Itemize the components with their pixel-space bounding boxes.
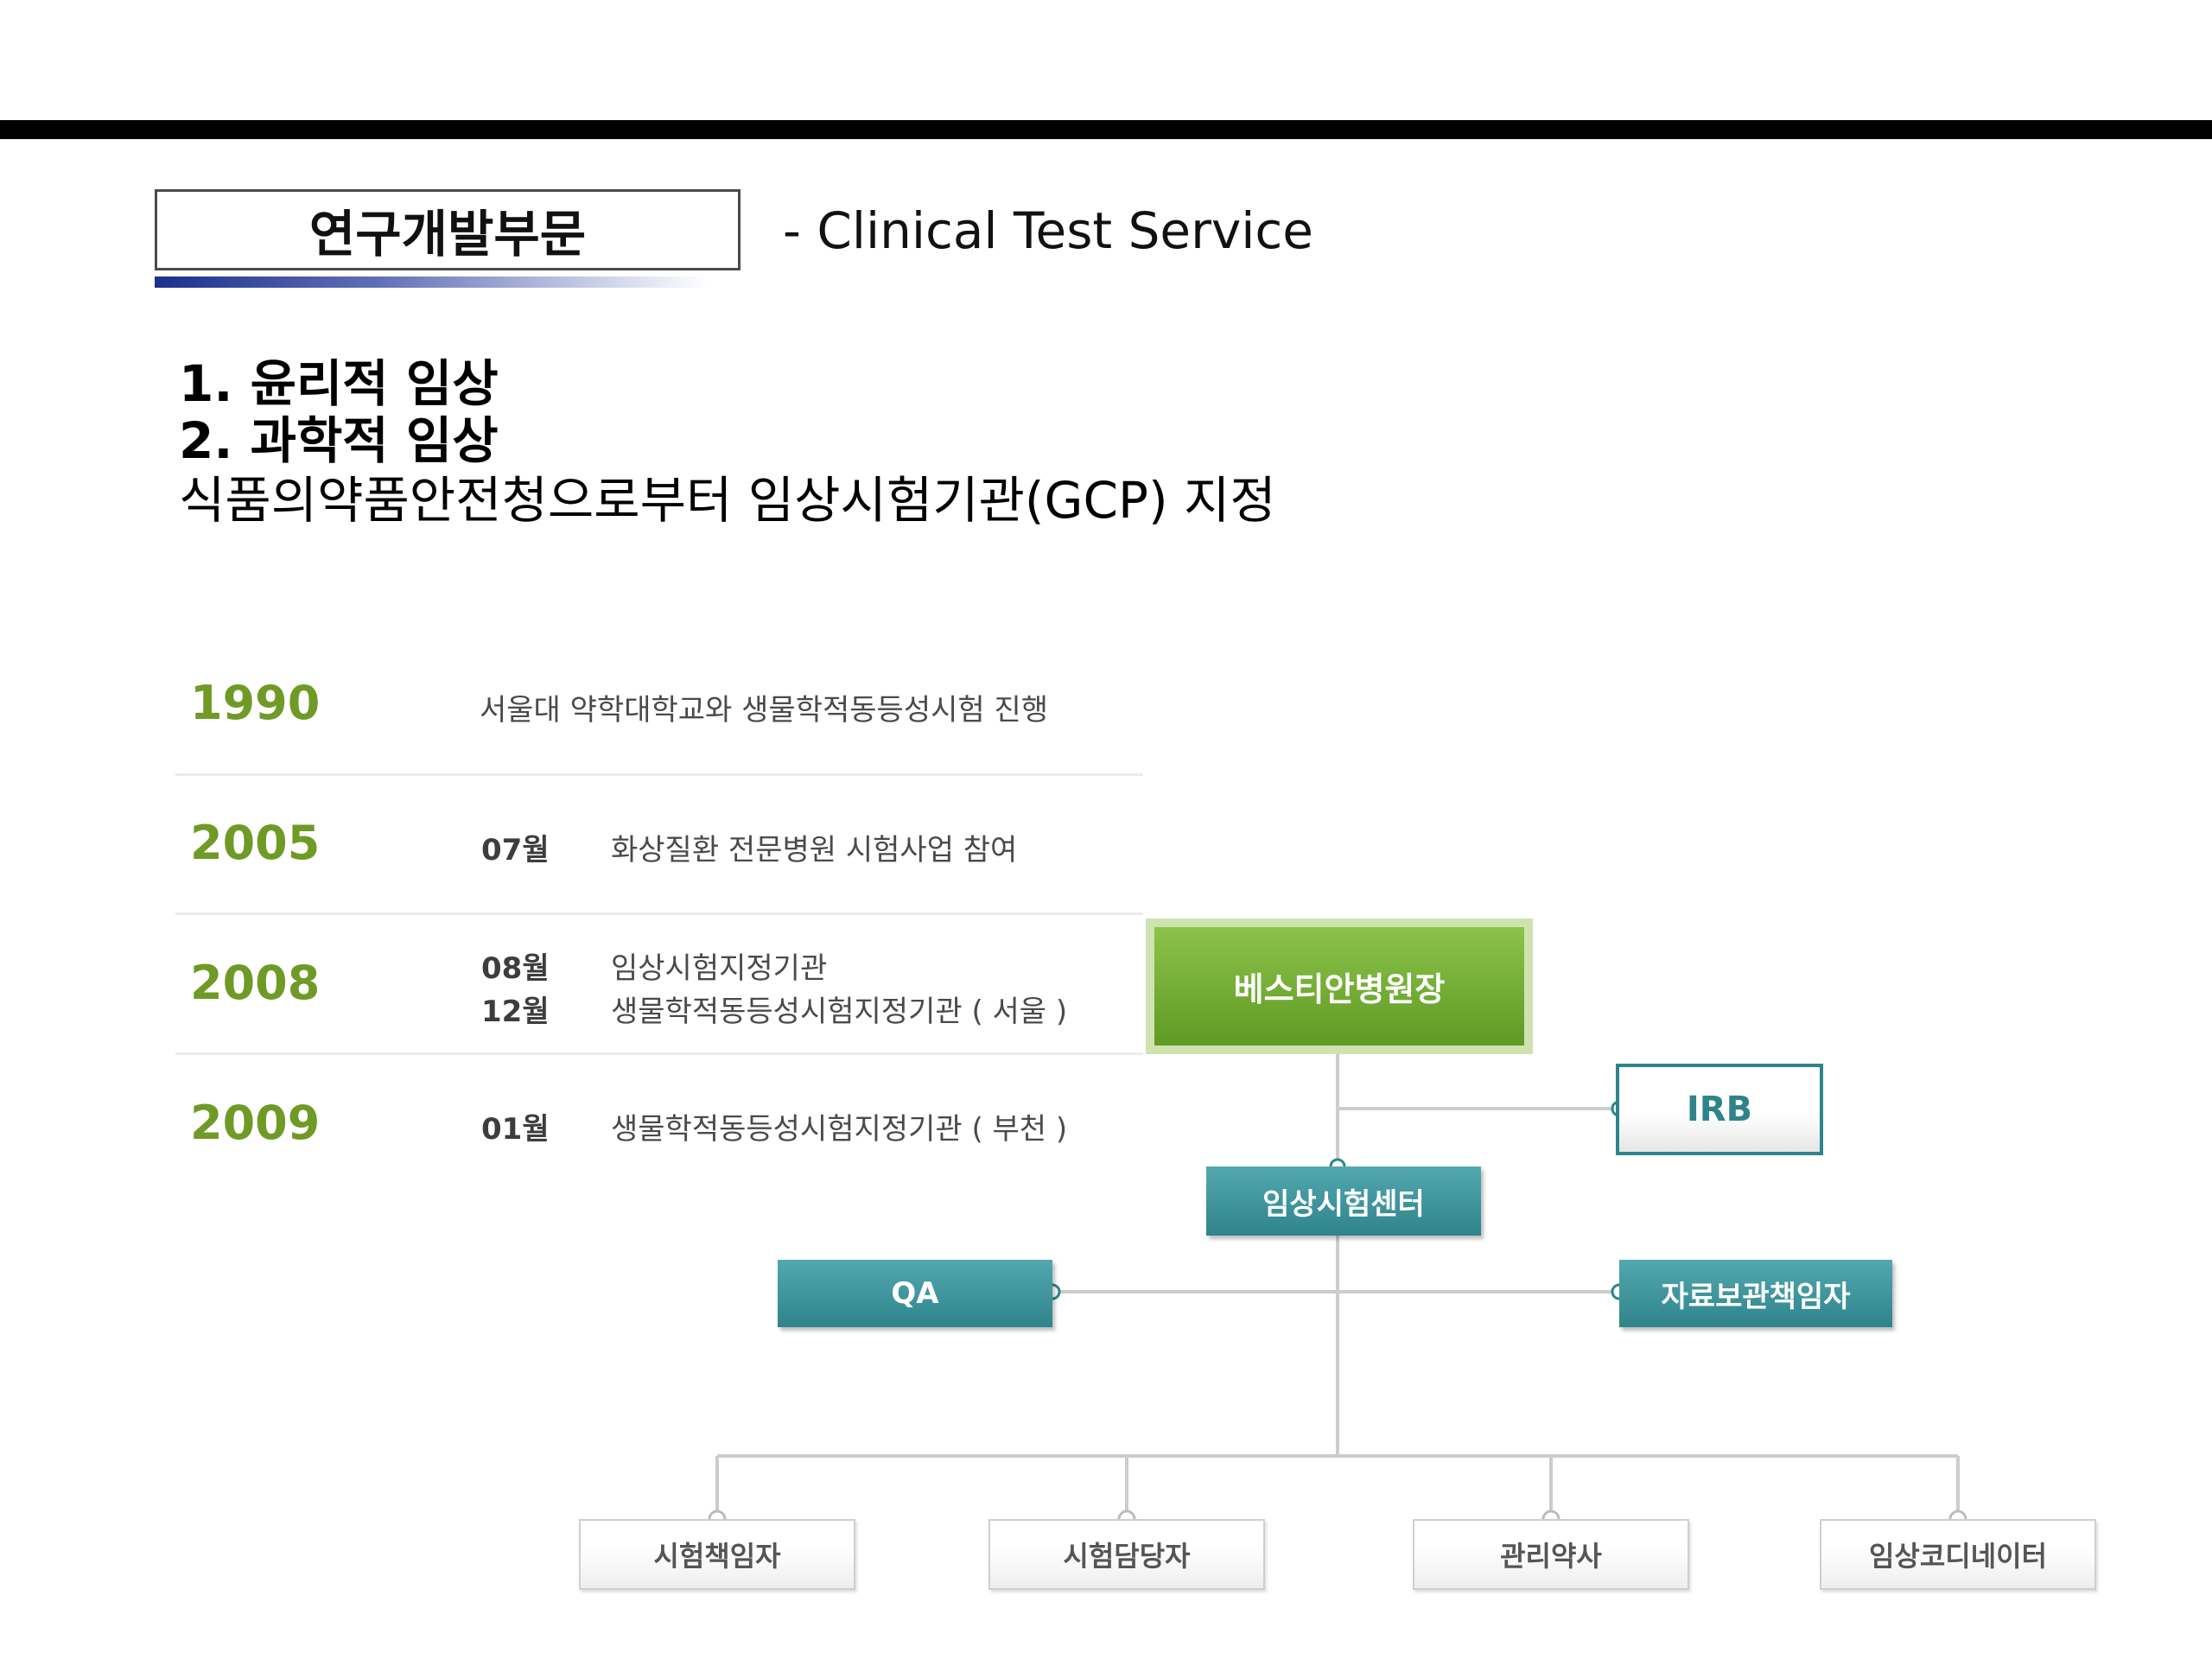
- section-title-box: 연구개발부문: [155, 189, 741, 270]
- timeline-month: 08월: [481, 951, 550, 986]
- org-node-center: 임상시험센터: [1206, 1166, 1481, 1236]
- org-node-director: 베스티안병원장: [1146, 918, 1533, 1054]
- org-node-trial-staff: 시험담당자: [988, 1519, 1265, 1590]
- intro-line-ethical: 1. 윤리적 임상: [179, 354, 499, 413]
- org-node-irb: IRB: [1616, 1064, 1823, 1155]
- timeline-year: 2009: [190, 1096, 321, 1150]
- org-node-principal-investigator: 시험책임자: [579, 1519, 855, 1590]
- timeline-text: 생물학적동등성시험지정기관 ( 부천 ): [611, 1112, 1068, 1147]
- timeline-text: 생물학적동등성시험지정기관 ( 서울 ): [611, 995, 1068, 1029]
- timeline-year: 1990: [190, 676, 321, 730]
- timeline-text: 화상질환 전문병원 시험사업 참여: [611, 833, 1018, 868]
- timeline-year: 2008: [190, 956, 321, 1010]
- timeline-year: 2005: [190, 816, 321, 870]
- org-node-director-label: 베스티안병원장: [1154, 927, 1524, 1046]
- org-node-records-manager: 자료보관책임자: [1619, 1260, 1892, 1327]
- org-node-pharmacist: 관리약사: [1413, 1519, 1689, 1590]
- org-node-coordinator: 임상코디네이터: [1820, 1519, 2096, 1590]
- timeline-month: 07월: [481, 833, 550, 868]
- timeline-separator: [175, 912, 1143, 915]
- section-title-underline: [155, 276, 708, 288]
- section-subtitle: - Clinical Test Service: [783, 201, 1313, 260]
- intro-line-gcp: 식품의약품안전청으로부터 임상시험기관(GCP) 지정: [179, 471, 1276, 530]
- top-divider: [0, 120, 2212, 139]
- timeline-month: 12월: [481, 995, 550, 1029]
- section-title: 연구개발부문: [308, 205, 587, 264]
- timeline-separator: [175, 1052, 1143, 1055]
- timeline-month: 01월: [481, 1112, 550, 1147]
- org-node-qa: QA: [778, 1260, 1052, 1327]
- timeline-text: 임상시험지정기관: [611, 951, 828, 986]
- timeline-text: 서울대 약학대학교와 생물학적동등성시험 진행: [480, 693, 1049, 728]
- intro-line-scientific: 2. 과학적 임상: [179, 411, 499, 470]
- timeline-separator: [175, 773, 1143, 776]
